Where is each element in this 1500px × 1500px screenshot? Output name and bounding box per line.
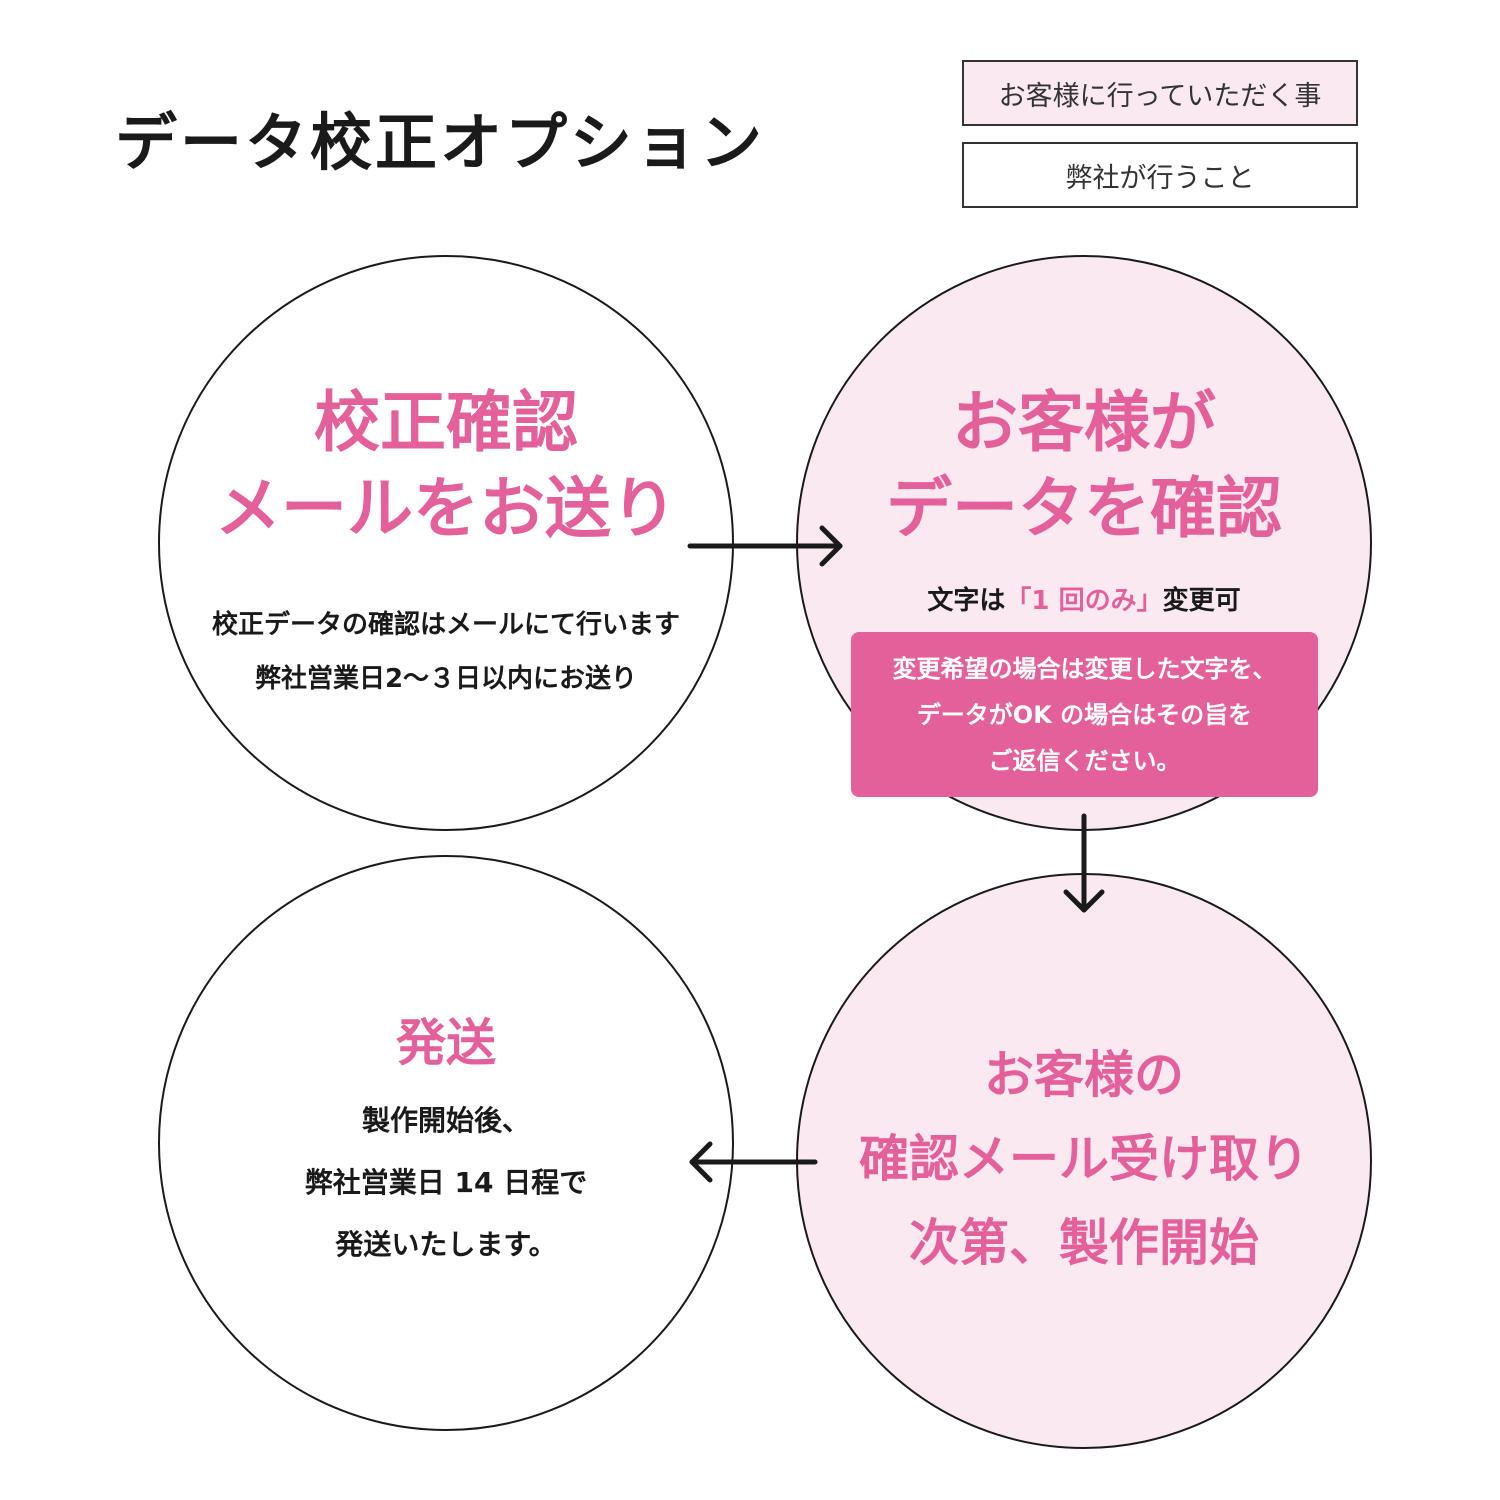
step-1-body: 校正データの確認はメールにて行います 弊社営業日2～３日以内にお送り <box>158 598 734 706</box>
step-4-circle <box>158 855 734 1431</box>
step-2-note-box: 変更希望の場合は変更した文字を、 データがOK の場合はその旨を ご返信ください… <box>851 632 1318 797</box>
step-4-body-line: 製作開始後、 <box>361 1104 530 1137</box>
step-1-body-line: 校正データの確認はメールにて行います <box>211 610 680 640</box>
legend-customer: お客様に行っていただく事 <box>962 60 1358 126</box>
step-4-body: 製作開始後、 弊社営業日 14 日程で 発送いたします。 <box>158 1090 734 1276</box>
step-2-heading: お客様が データを確認 <box>796 380 1372 552</box>
step-3-heading-line: 次第、製作開始 <box>909 1214 1259 1272</box>
step-1-heading: 校正確認 メールをお送り <box>158 380 734 552</box>
step-2-subtext: 文字は「1 回のみ」変更可 <box>796 580 1372 617</box>
step-3-heading: お客様の 確認メール受け取り 次第、製作開始 <box>796 1033 1372 1285</box>
step-1-heading-line: メールをお送り <box>215 470 677 547</box>
step-4-heading: 発送 <box>396 1014 496 1072</box>
step-2-note-line: ご返信ください。 <box>988 746 1181 775</box>
step-1-circle <box>158 255 734 831</box>
step-1-heading-line: 校正確認 <box>314 384 578 461</box>
page-title: データ校正オプション <box>115 106 766 179</box>
step-2-heading-line: お客様が <box>952 384 1216 461</box>
step-2-sub-highlight: 「1 回のみ」 <box>1005 586 1163 616</box>
step-4-body-line: 弊社営業日 14 日程で <box>304 1166 588 1199</box>
step-1-body-line: 弊社営業日2～３日以内にお送り <box>254 664 638 694</box>
step-2-note-line: 変更希望の場合は変更した文字を、 <box>892 654 1277 683</box>
step-3-heading-line: 確認メール受け取り <box>859 1130 1309 1188</box>
step-2-heading-line: データを確認 <box>886 470 1282 547</box>
step-2-note-line: データがOK の場合はその旨を <box>916 700 1253 729</box>
step-4-body-line: 発送いたします。 <box>335 1228 557 1261</box>
step-3-heading-line: お客様の <box>984 1046 1184 1104</box>
step-2-sub-suffix: 変更可 <box>1162 586 1241 616</box>
legend-company: 弊社が行うこと <box>962 142 1358 208</box>
step-3-circle <box>796 873 1372 1449</box>
step-2-sub-prefix: 文字は <box>927 586 1006 616</box>
